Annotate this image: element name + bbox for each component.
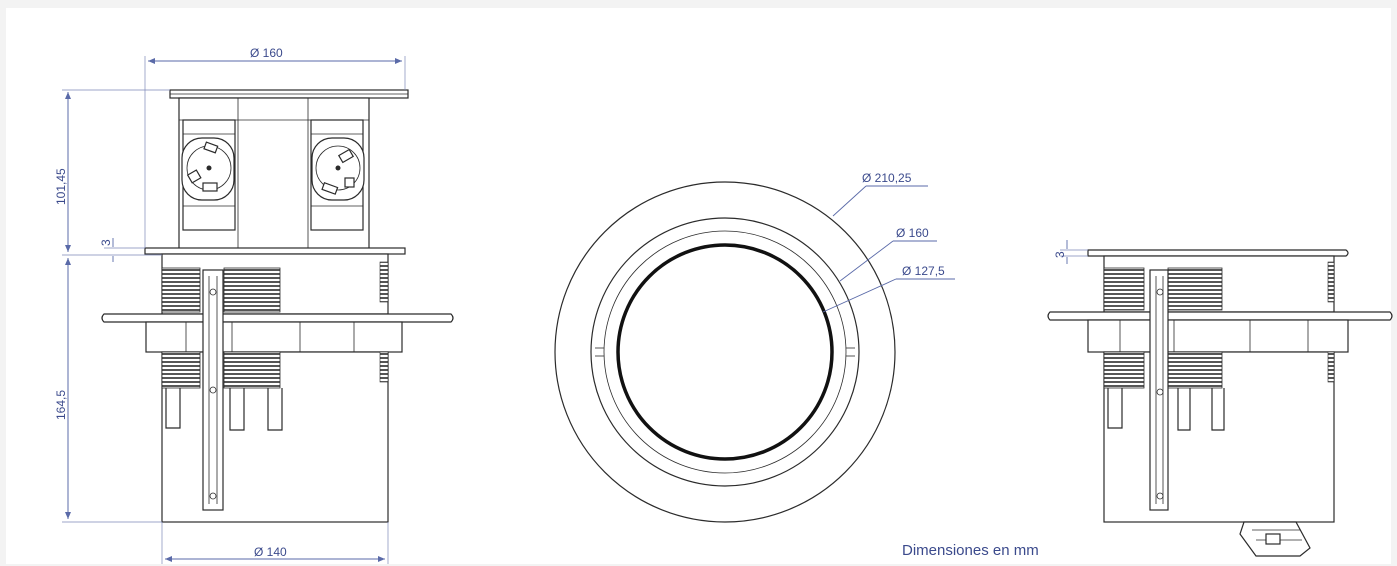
front-dimensions: Ø 160 101,45 3 164,5 Ø 140: [54, 46, 406, 564]
dim-top-diameter: Ø 160: [250, 46, 283, 60]
side-dimensions: 3: [1053, 240, 1088, 264]
side-bottom-flange: [1047, 311, 1393, 321]
units-caption: Dimensiones en mm: [902, 542, 1039, 559]
front-ring: [145, 321, 403, 353]
dim-inner-diameter: Ø 127,5: [902, 264, 945, 278]
side-dim-flange-thickness: 3: [1053, 251, 1067, 258]
side-top-flange: [1087, 249, 1349, 257]
socket-left: [181, 119, 236, 231]
front-bottom-flange: [101, 313, 454, 323]
top-mid-circle: [590, 217, 860, 487]
socket-right: [310, 119, 365, 231]
side-view: [1047, 249, 1393, 557]
dim-flange-thickness: 3: [99, 239, 113, 246]
thread-center: [223, 267, 281, 313]
front-rail: [202, 269, 224, 511]
side-ring: [1087, 319, 1349, 353]
top-view: [554, 181, 896, 523]
front-view: [101, 89, 454, 523]
front-top-flange: [144, 247, 406, 255]
dim-lower-height: 164,5: [54, 390, 68, 420]
top-outer-circle: [554, 181, 896, 523]
dim-bottom-diameter: Ø 140: [254, 545, 287, 559]
dim-upper-height: 101,45: [54, 168, 68, 205]
top-dimensions: Ø 210,25 Ø 160 Ø 127,5: [822, 171, 955, 313]
side-rail: [1149, 269, 1169, 511]
dim-mid-diameter: Ø 160: [896, 226, 929, 240]
top-inner-circle: [616, 243, 834, 461]
dim-outer-diameter: Ø 210,25: [862, 171, 912, 185]
thread-left: [161, 267, 201, 313]
